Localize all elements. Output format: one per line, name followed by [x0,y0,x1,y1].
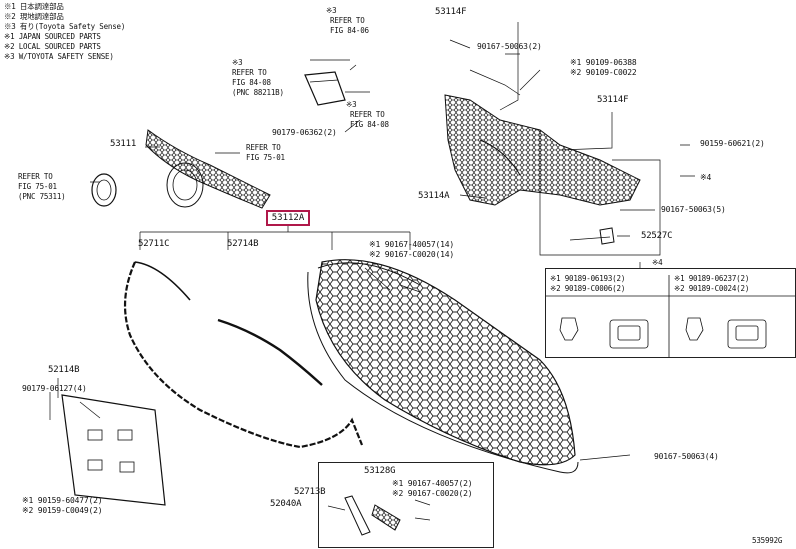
fastener-90159-C0049[interactable]: ※2 90159-C0049(2) [22,506,103,515]
part-53114F-mid[interactable]: 53114F [597,95,629,105]
fastener-90167-40057-2[interactable]: ※1 90167-40057(2) [392,479,473,488]
part-53128G[interactable]: 53128G [364,466,396,476]
fastener-90167-40057-14[interactable]: ※1 90167-40057(14) [369,240,454,249]
detail-left-1[interactable]: ※1 90189-06193(2) [550,274,626,283]
fastener-90179-06362[interactable]: 90179-06362(2) [272,128,337,137]
part-53114F-top[interactable]: 53114F [435,7,467,17]
selected-part-53112A[interactable]: 53112A [266,210,310,226]
molding-52714B [217,318,323,386]
legend-jp-2: ※2 現地調達部品 [4,12,64,21]
ref-fig75-01b-b[interactable]: FIG 75-01 [18,182,57,191]
part-52114B[interactable]: 52114B [48,365,80,375]
detail-left-2[interactable]: ※2 90189-C0006(2) [550,284,626,293]
ref-fig75-01b-c: (PNC 75311) [18,192,66,201]
fastener-90179-06127[interactable]: 90179-06127(4) [22,384,87,393]
ref-fig84-08r-b[interactable]: REFER TO [350,110,385,119]
ref-fig84-08r-a: ※3 [346,100,357,109]
part-52714B[interactable]: 52714B [227,239,259,249]
legend-en-2: ※2 LOCAL SOURCED PARTS [4,42,101,51]
detail-clips [545,275,795,357]
part-53111[interactable]: 53111 [110,139,137,149]
ref-fig75-01a-b[interactable]: FIG 75-01 [246,153,285,162]
license-bracket-52114B [61,394,166,506]
molding-52711C [123,261,364,449]
ref-fig84-08l-c[interactable]: FIG 84-08 [232,78,271,87]
grille-53112A [307,259,579,474]
ref-fig84-06-c[interactable]: FIG 84-06 [330,26,369,35]
detail-right-2[interactable]: ※2 90189-C0024(2) [674,284,750,293]
ref-fig84-08l-a: ※3 [232,58,243,67]
ref-fig75-01b-a[interactable]: REFER TO [18,172,53,181]
part-52040A[interactable]: 52040A [270,499,302,509]
grille-53111 [91,129,271,209]
star4-marker: ※4 [700,173,712,182]
clip-52527C [599,227,615,245]
legend-en-1: ※1 JAPAN SOURCED PARTS [4,32,101,41]
part-52713B[interactable]: 52713B [294,487,326,497]
ref-fig84-08l-b[interactable]: REFER TO [232,68,267,77]
ref-fig75-01a-a[interactable]: REFER TO [246,143,281,152]
fastener-90167-C0020-2[interactable]: ※2 90167-C0020(2) [392,489,473,498]
fastener-90109-C0022[interactable]: ※2 90109-C0022 [570,68,637,77]
ref-fig84-06-a: ※3 [326,6,337,15]
part-52713B [344,495,371,536]
fastener-90167-50063-5[interactable]: 90167-50063(5) [661,205,726,214]
legend-jp-3: ※3 有り(Toyota Safety Sense) [4,22,126,31]
part-53128G [371,504,401,531]
fastener-90109-06388[interactable]: ※1 90109-06388 [570,58,637,67]
sensor-bracket-53114A [444,94,641,206]
ref-fig84-08l-d: (PNC 88211B) [232,88,284,97]
fastener-90167-C0020-14[interactable]: ※2 90167-C0020(14) [369,250,454,259]
ref-fig84-08r-c[interactable]: FIG 84-08 [350,120,389,129]
fastener-90167-50063-2[interactable]: 90167-50063(2) [477,42,542,51]
part-52711C[interactable]: 52711C [138,239,170,249]
legend-jp-1: ※1 日本調達部品 [4,2,64,11]
radar-module [304,71,346,106]
detail-box-marker: ※4 [650,258,665,267]
fastener-90167-50063-4[interactable]: 90167-50063(4) [654,452,719,461]
diagram-id: 535992G [752,536,783,545]
fastener-90159-60477[interactable]: ※1 90159-60477(2) [22,496,103,505]
ref-fig84-06-b[interactable]: REFER TO [330,16,365,25]
part-52527C[interactable]: 52527C [641,231,673,241]
legend-en-3: ※3 W/TOYOTA SAFETY SENSE) [4,52,114,61]
part-53114A[interactable]: 53114A [418,191,450,201]
fastener-90159-60621[interactable]: 90159-60621(2) [700,139,765,148]
lower-detail-box [318,462,494,548]
detail-right-1[interactable]: ※1 90189-06237(2) [674,274,750,283]
